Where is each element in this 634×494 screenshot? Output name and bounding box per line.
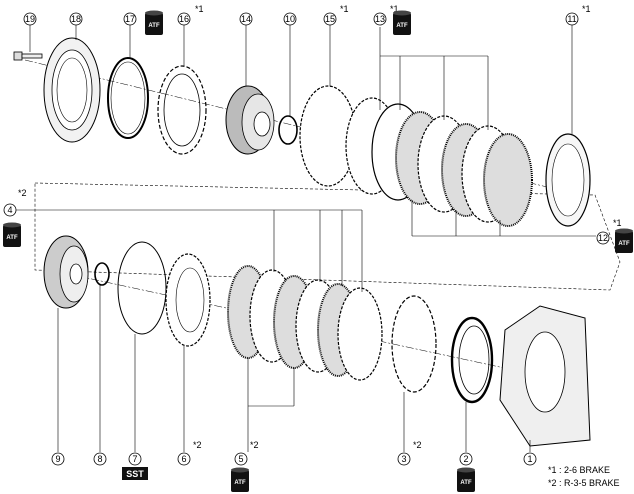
- svg-text:16: 16: [179, 14, 189, 24]
- snap-ring-7: [117, 241, 167, 335]
- callout-10: 10: [283, 12, 297, 26]
- svg-text:4: 4: [7, 205, 12, 215]
- svg-text:14: 14: [241, 14, 251, 24]
- svg-text:ATF: ATF: [460, 480, 472, 486]
- sst-badge: SST: [122, 467, 148, 480]
- snap-ring-10: [278, 115, 298, 145]
- callout-9: 9: [51, 452, 65, 466]
- legend-line-2: *2 : R-3-5 BRAKE: [548, 478, 620, 488]
- mark-star1-15: *1: [340, 4, 349, 14]
- callout-17: 17: [123, 12, 137, 26]
- spring-retainer-16: [157, 65, 207, 155]
- svg-text:3: 3: [401, 454, 406, 464]
- bolt-19: [13, 51, 43, 61]
- spring-retainer-3: [391, 295, 437, 393]
- leader-13: [379, 27, 489, 130]
- leader-4: [16, 209, 363, 292]
- leader-lines: [29, 25, 573, 452]
- callout-18: 18: [69, 12, 83, 26]
- callout-7: 7: [128, 452, 142, 466]
- svg-text:9: 9: [55, 454, 60, 464]
- callout-14: 14: [239, 12, 253, 26]
- svg-text:6: 6: [181, 454, 186, 464]
- mark-star1-13: *1: [390, 4, 399, 14]
- svg-text:ATF: ATF: [6, 235, 18, 241]
- mark-star1-16: *1: [195, 4, 204, 14]
- svg-text:11: 11: [567, 14, 576, 24]
- svg-text:15: 15: [325, 14, 335, 24]
- mark-star2-3: *2: [413, 440, 422, 450]
- svg-text:12: 12: [598, 233, 608, 243]
- svg-text:SST: SST: [126, 469, 144, 479]
- leader-5: [247, 358, 295, 452]
- callout-5: 5: [234, 452, 248, 466]
- atf-badge-5: ATF: [231, 467, 249, 492]
- svg-text:17: 17: [125, 14, 135, 24]
- atf-badge-12: ATF: [615, 228, 633, 253]
- callout-4: 4: [3, 203, 17, 217]
- mark-star1-11: *1: [582, 4, 591, 14]
- case-1: [499, 305, 591, 447]
- seal-17: [107, 57, 149, 139]
- callout-1: 1: [523, 452, 537, 466]
- piston-housing-18: [43, 37, 101, 143]
- atf-badge-2: ATF: [457, 467, 475, 492]
- svg-text:ATF: ATF: [618, 241, 630, 247]
- plate-6: [165, 253, 211, 347]
- group-outline-dashed: [34, 182, 621, 291]
- atf-badge-17: ATF: [145, 10, 163, 35]
- svg-text:ATF: ATF: [234, 480, 246, 486]
- callout-16: 16: [177, 12, 191, 26]
- callout-19: 19: [23, 12, 37, 26]
- legend-line-1: *1 : 2-6 BRAKE: [548, 465, 610, 475]
- svg-text:13: 13: [375, 14, 385, 24]
- clutch-pack-top: [345, 97, 533, 227]
- atf-badge-4: ATF: [3, 222, 21, 247]
- hub-9: [43, 235, 89, 309]
- leader-12: [411, 200, 596, 237]
- atf-badge-13: ATF: [393, 10, 411, 35]
- svg-text:8: 8: [97, 454, 102, 464]
- seal-2: [450, 316, 494, 404]
- mark-star2-4: *2: [18, 188, 27, 198]
- callout-11: 11: [565, 12, 579, 26]
- svg-text:ATF: ATF: [396, 23, 408, 29]
- svg-text:19: 19: [25, 14, 35, 24]
- bottom-axis-line: [49, 269, 561, 381]
- callout-8: 8: [93, 452, 107, 466]
- svg-text:1: 1: [527, 454, 532, 464]
- callout-2: 2: [459, 452, 473, 466]
- svg-text:5: 5: [238, 454, 243, 464]
- svg-text:2: 2: [463, 454, 468, 464]
- callout-15: 15: [323, 12, 337, 26]
- drum-hub-14: [225, 85, 275, 155]
- mark-star2-5: *2: [250, 440, 259, 450]
- callout-13: 13: [373, 12, 387, 26]
- callout-6: 6: [177, 452, 191, 466]
- mark-star1-12: *1: [613, 218, 622, 228]
- snap-ring-8: [94, 262, 110, 286]
- svg-text:ATF: ATF: [148, 23, 160, 29]
- callout-3: 3: [397, 452, 411, 466]
- svg-text:7: 7: [132, 454, 137, 464]
- callout-12: 12: [596, 231, 610, 245]
- mark-star2-6: *2: [193, 440, 202, 450]
- svg-text:10: 10: [285, 14, 295, 24]
- svg-text:18: 18: [71, 14, 81, 24]
- clutch-pack-bottom: [227, 265, 383, 381]
